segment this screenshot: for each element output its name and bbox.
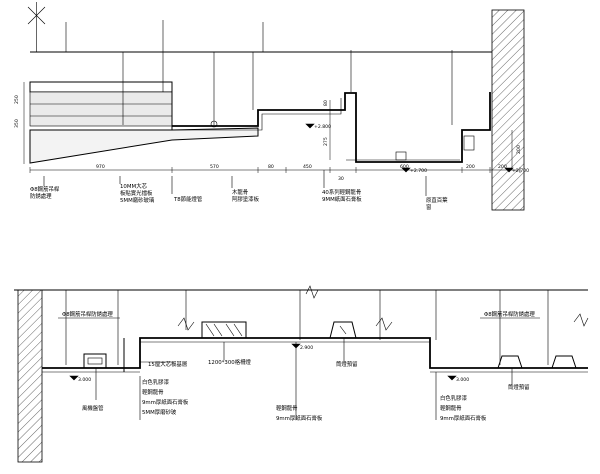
level-b-1: 3.000 [69, 375, 91, 383]
level-mark-3: +2.700 [504, 167, 529, 174]
svg-text:3.000: 3.000 [456, 377, 469, 383]
level-mark-2: +2.700 [401, 167, 427, 174]
dim-right-1: 275 [323, 137, 329, 146]
level-mark-1: +2.800 [305, 123, 331, 130]
label-ac: 風機盤管 [82, 404, 104, 412]
dim-bottom-5: 30 [338, 176, 344, 182]
svg-text:+2.700: +2.700 [410, 168, 427, 174]
label-wood: 木龍骨 阿膠塗漆板 [232, 188, 260, 203]
lamp-box [29, 81, 173, 130]
dim-bottom-3: 80 [268, 164, 274, 170]
dim-right-3: 200 [516, 145, 522, 154]
dim-left-1: 250 [14, 95, 20, 104]
label-spot-left: 筒燈預留 [336, 360, 358, 368]
dim-right-2: 80 [323, 100, 329, 106]
dim-bottom-7: 200 [466, 164, 475, 170]
break-symbol-icon [27, 2, 46, 52]
dim-bottom-1: 970 [96, 164, 105, 170]
label-light-box: 15厘大芯板基層 [148, 360, 187, 368]
dim-bottom-2: 570 [210, 164, 219, 170]
label-rod-left: Φ8鋼筋吊桿防銹處理 [62, 310, 113, 318]
label-keel: 40系列輕鋼龍骨 9MM紙面石膏板 [322, 188, 363, 203]
svg-text:+2.800: +2.800 [314, 124, 331, 130]
label-spot-right: 筒燈預留 [508, 383, 530, 391]
svg-text:+2.700: +2.700 [512, 168, 529, 174]
grille-lamp-icon [201, 321, 247, 339]
top-ceiling-section: 250 350 970 570 80 450 30 600 200 200 27… [14, 2, 529, 211]
label-grille: 1200*300格柵燈 [208, 358, 251, 366]
light-box-left [83, 353, 107, 369]
ac-unit-icon [329, 321, 357, 339]
label-rod-right: Φ8鋼筋吊桿防銹處理 [484, 310, 535, 318]
right-wall [491, 9, 525, 211]
bottom-leaders [58, 317, 540, 420]
svg-text:2.900: 2.900 [300, 345, 313, 351]
top-dimensions [23, 82, 521, 173]
label-keel-mid: 輕鋼龍骨 9mm厚紙面石膏板 [276, 404, 323, 422]
bottom-hanging-rods [65, 290, 549, 365]
break-mark-icon [305, 285, 319, 299]
left-wall [17, 289, 43, 463]
dim-left-2: 350 [14, 119, 20, 128]
top-leaders [43, 170, 427, 196]
label-paint-right: 白色乳膠漆 輕鋼龍骨 9mm厚紙面石膏板 [440, 394, 487, 422]
spot-right-1-icon [497, 355, 523, 369]
label-glass: 10MM大芯 板貼實光擋板 5MM磨砂玻璃 [120, 182, 155, 204]
dim-bottom-8: 200 [498, 164, 507, 170]
label-lamp: T8節能燈管 [173, 195, 203, 203]
dim-bottom-6: 600 [400, 164, 409, 170]
bottom-ceiling-section: 3.000 2.900 3.000 Φ8鋼筋吊桿防銹處理 Φ8鋼筋吊桿防銹處理 … [14, 285, 589, 463]
label-rod: Φ8鋼筋吊桿 防銹處理 [30, 185, 61, 200]
label-wall: 原直百葉 窗 [426, 196, 449, 211]
svg-text:3.000: 3.000 [78, 377, 91, 383]
level-b-3: 3.000 [447, 375, 469, 383]
level-b-2: 2.900 [291, 343, 313, 351]
dim-bottom-4: 450 [303, 164, 312, 170]
spot-right-2-icon [551, 355, 577, 369]
label-paint-left: 白色乳膠漆 輕鋼龍骨 9mm厚紙面石膏板 5MM厚磨砂玻 [142, 378, 190, 416]
